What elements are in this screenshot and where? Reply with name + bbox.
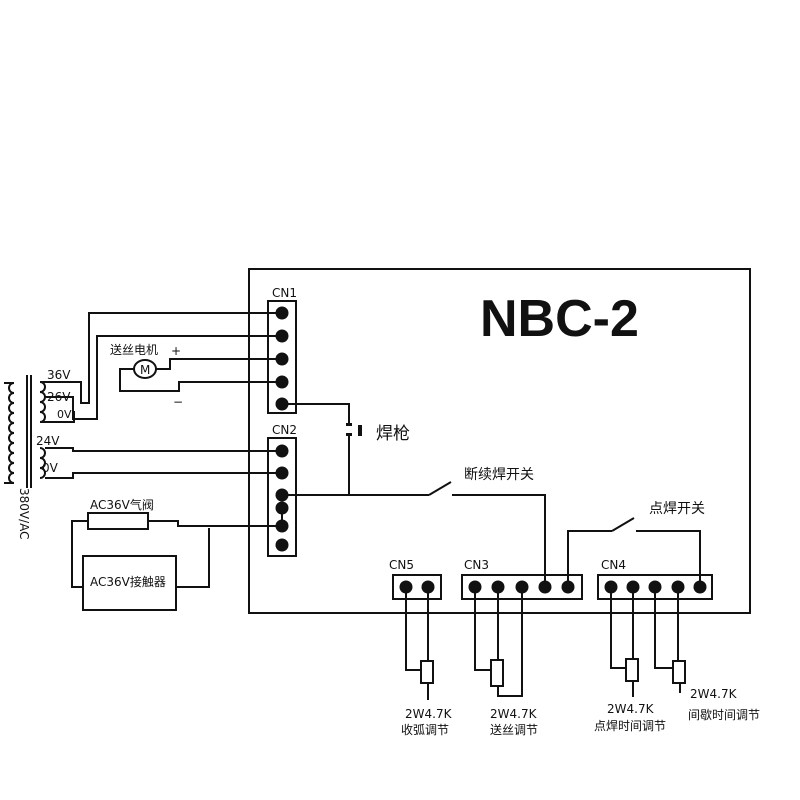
pot2-wire-left	[474, 587, 491, 671]
tap-0v-label-1: 0V	[57, 408, 72, 421]
cn2-pin-1	[275, 444, 289, 458]
motor-minus-label: −	[173, 395, 183, 409]
motor-label: 送丝电机	[110, 342, 158, 357]
spot-switch-blade	[611, 517, 635, 532]
pot2-function: 送丝调节	[490, 722, 538, 737]
wire-26v	[45, 335, 276, 420]
pot1-resistor	[420, 660, 434, 684]
pot1-rating: 2W4.7K	[405, 707, 453, 721]
cn1-pin-2	[275, 329, 289, 343]
intermittent-weld-switch: 断续焊开关	[428, 466, 546, 581]
cn1-wiring	[40, 312, 276, 423]
cn3-pin-5	[561, 580, 575, 594]
pot3-wire-left	[610, 587, 626, 669]
secondary-coil-1	[39, 381, 46, 423]
cn1-pins	[275, 306, 289, 411]
motor-symbol: M	[140, 363, 150, 377]
pot4-wire-left	[654, 587, 673, 669]
wire-0v-a	[40, 411, 75, 423]
wire-contactor-right	[176, 528, 210, 588]
pot3-function: 点焊时间调节	[594, 718, 666, 733]
wire-motor-plus	[156, 358, 276, 370]
board-title: NBC-2	[480, 290, 639, 348]
cn2-label: CN2	[272, 423, 297, 437]
wire-24v	[45, 447, 276, 452]
tap-36v-label: 36V	[47, 368, 71, 382]
cn3-label: CN3	[464, 558, 489, 572]
pot1-function: 收弧调节	[401, 723, 449, 737]
wire-valve-left	[71, 520, 88, 588]
nbc2-board	[248, 268, 751, 614]
contactor-body	[82, 555, 177, 611]
pot2-rating: 2W4.7K	[490, 707, 538, 721]
cn1-label: CN1	[272, 286, 297, 300]
contactor-label: AC36V接触器	[90, 574, 166, 589]
wire-intermittent-to-cn3	[452, 494, 546, 581]
wire-0v-b	[45, 472, 276, 479]
cn2-pins	[275, 444, 289, 552]
torch-contact-bottom	[346, 433, 352, 436]
gas-valve-body	[87, 512, 149, 530]
pot3-rating: 2W4.7K	[607, 702, 655, 716]
torch-contact-top	[346, 423, 352, 426]
motor-plus-label: +	[171, 344, 181, 358]
primary-coil	[8, 382, 15, 484]
cn4-label: CN4	[601, 558, 626, 572]
wire-valve-right	[148, 520, 276, 527]
tap-0v-label-2: 0V	[42, 461, 59, 475]
pot4-rating: 2W4.7K	[690, 687, 738, 701]
pot-wire-feed: 2W4.7K 送丝调节	[474, 587, 538, 737]
cn1-pin-3	[275, 352, 289, 366]
pot4-resistor	[672, 660, 686, 684]
cn2-connector	[267, 437, 297, 557]
pot-spot-time: 2W4.7K 点焊时间调节	[594, 587, 666, 733]
cn1-pin-4	[275, 375, 289, 389]
intermittent-switch-blade	[428, 481, 452, 496]
spot-weld-switch: 点焊开关	[567, 501, 705, 581]
cn3-pin-4	[538, 580, 552, 594]
pot4-function: 间歇时间调节	[688, 708, 760, 722]
intermittent-switch-label: 断续焊开关	[464, 466, 534, 483]
wire-feed-motor: 送丝电机 + M −	[110, 342, 276, 409]
pot1-wire-left	[405, 587, 421, 671]
cn4-pin-5	[693, 580, 707, 594]
pot-pause-time: 2W4.7K 间歇时间调节	[654, 587, 760, 722]
gas-valve-label: AC36V气阀	[90, 497, 154, 512]
primary-voltage-label: 380V/AC	[17, 488, 31, 540]
wire-spot-from-cn3	[567, 530, 612, 581]
wire-motor-minus	[119, 368, 276, 392]
transformer: 36V 26V 0V 24V 0V 380V/AC	[4, 368, 72, 540]
pot3-resistor	[625, 658, 639, 682]
welding-torch-switch: 焊枪	[282, 403, 410, 495]
wire-spot-to-cn4	[636, 530, 701, 581]
cn2-pin-6	[275, 538, 289, 552]
wire-36v	[40, 312, 276, 404]
cn2-pin-2	[275, 466, 289, 480]
torch-button-icon	[358, 425, 362, 436]
pot2-wire-right	[497, 587, 523, 697]
spot-switch-label: 点焊开关	[649, 501, 705, 517]
contactor: AC36V接触器	[82, 528, 210, 611]
gas-valve: AC36V气阀	[71, 497, 276, 588]
pot2-resistor	[490, 659, 504, 687]
cn5-label: CN5	[389, 558, 414, 572]
wire-torch-top	[282, 403, 350, 423]
secondary-coil-2	[39, 447, 46, 479]
torch-label: 焊枪	[376, 424, 410, 444]
tap-24v-label: 24V	[36, 434, 60, 448]
pot-arc-off: 2W4.7K 收弧调节	[401, 587, 453, 737]
cn1-pin-1	[275, 306, 289, 320]
